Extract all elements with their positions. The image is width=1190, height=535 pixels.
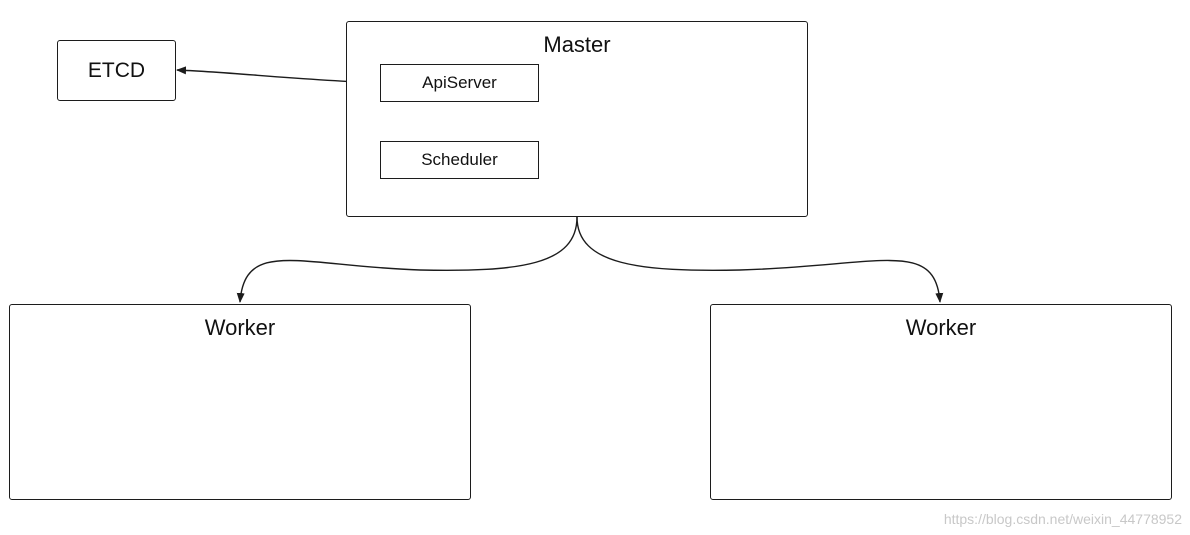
scheduler-node: Scheduler	[380, 141, 539, 179]
master-label: Master	[543, 32, 611, 57]
apiserver-label: ApiServer	[422, 73, 497, 92]
master-node: Master	[346, 21, 808, 217]
apiserver-node: ApiServer	[380, 64, 539, 102]
worker-right-label: Worker	[905, 315, 977, 340]
arrow-master-to-worker-left	[236, 216, 578, 303]
scheduler-label: Scheduler	[421, 150, 498, 169]
etcd-label: ETCD	[87, 58, 146, 82]
etcd-node: ETCD	[57, 40, 176, 101]
worker-node-right: Worker	[710, 304, 1172, 500]
arrow-master-to-worker-right	[576, 216, 944, 303]
worker-left-label: Worker	[204, 315, 276, 340]
watermark-text: https://blog.csdn.net/weixin_44778952	[943, 511, 1182, 527]
worker-node-left: Worker	[9, 304, 471, 500]
